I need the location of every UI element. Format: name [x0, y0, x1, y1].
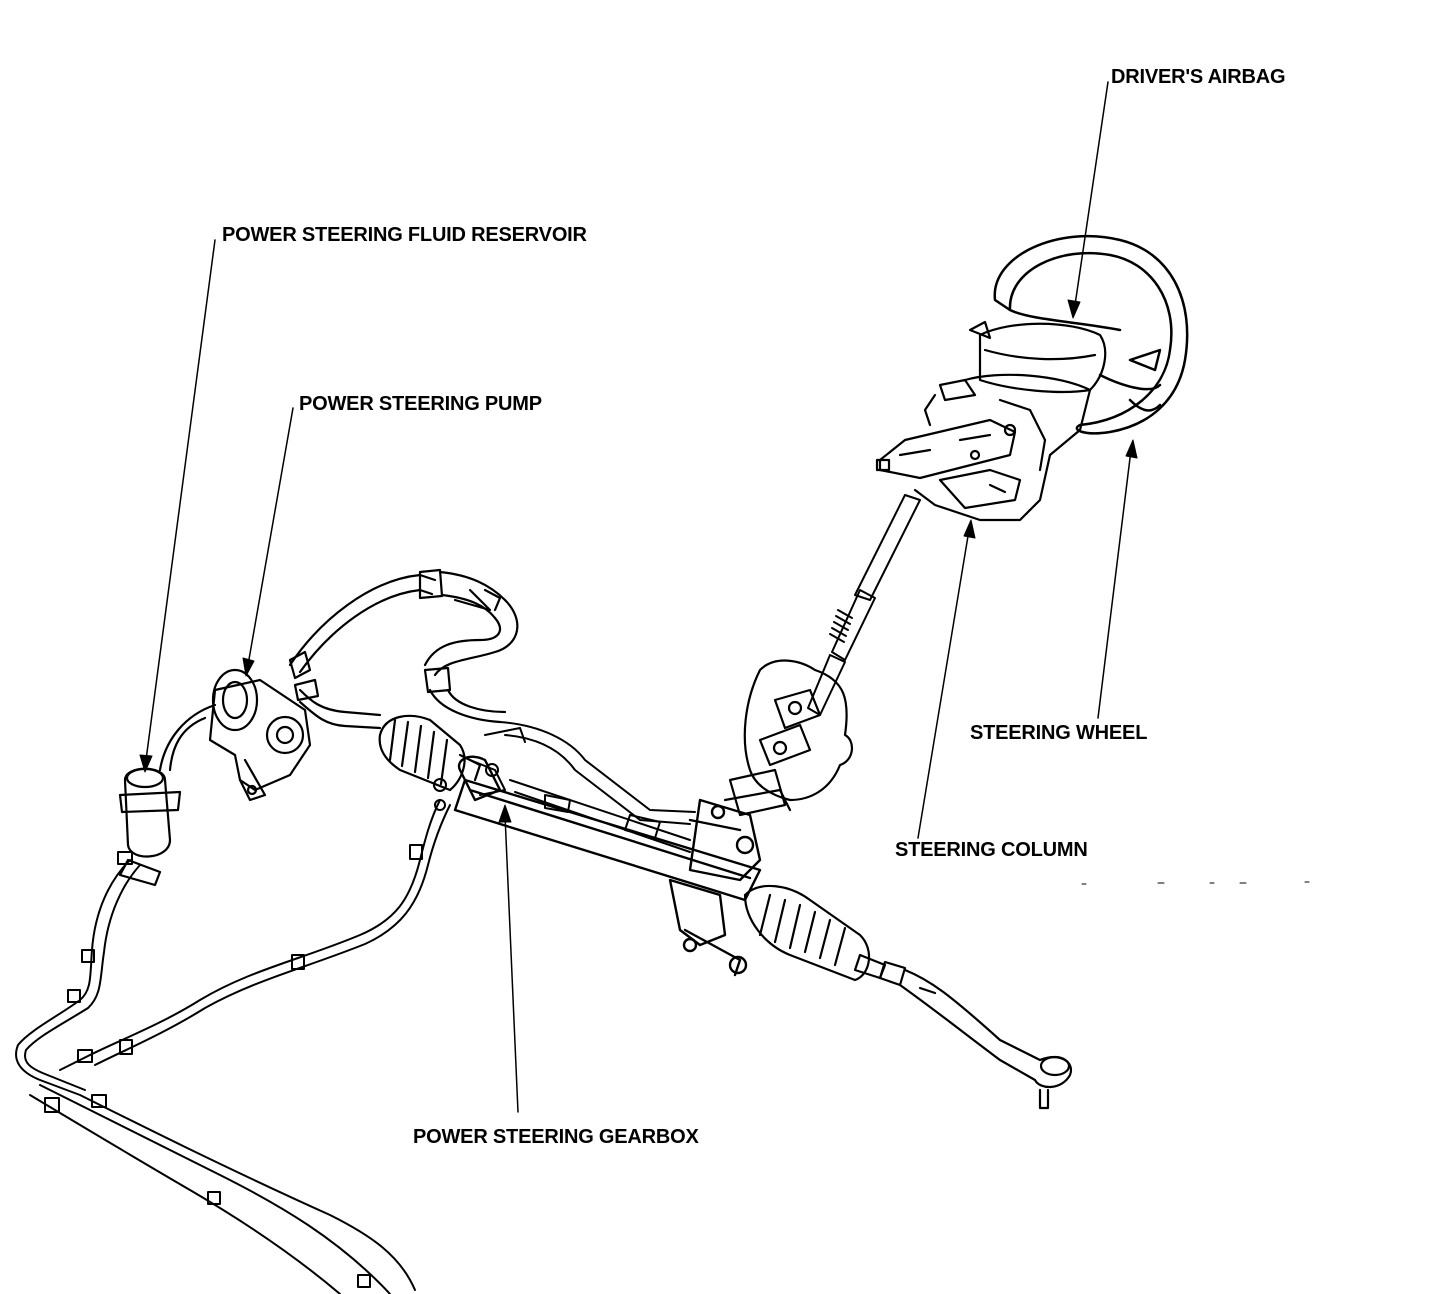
steering-wheel [993, 234, 1189, 435]
intermediate-shaft [807, 494, 921, 716]
leader-lines [145, 81, 1132, 1113]
stray-marks [1081, 881, 1310, 885]
fluid-reservoir [118, 767, 182, 887]
steering-column-housing [875, 373, 1092, 522]
steering-wheel-label: STEERING WHEEL [970, 722, 1148, 744]
leader-arrowheads [139, 299, 1138, 823]
rack-fluid-lines [469, 721, 696, 853]
power-steering-pump [208, 668, 312, 802]
fluid-reservoir-label: POWER STEERING FLUID RESERVOIR [222, 224, 587, 246]
pump-label: POWER STEERING PUMP [299, 393, 542, 415]
steering-column-label: STEERING COLUMN [895, 839, 1088, 861]
return-hose [158, 678, 382, 772]
cooler-lines [15, 799, 451, 1294]
right-tie-rod [878, 960, 1073, 1110]
drivers-airbag-label: DRIVER'S AIRBAG [1111, 66, 1286, 88]
left-rack-boot [378, 714, 482, 792]
gearbox-label: POWER STEERING GEARBOX [413, 1126, 699, 1148]
airbag-hub [968, 320, 1107, 394]
universal-joint [723, 659, 853, 817]
right-rack-boot [743, 884, 887, 982]
steering-gearbox [453, 755, 762, 977]
hose-clamps [44, 778, 447, 1288]
pressure-hoses [288, 568, 519, 724]
